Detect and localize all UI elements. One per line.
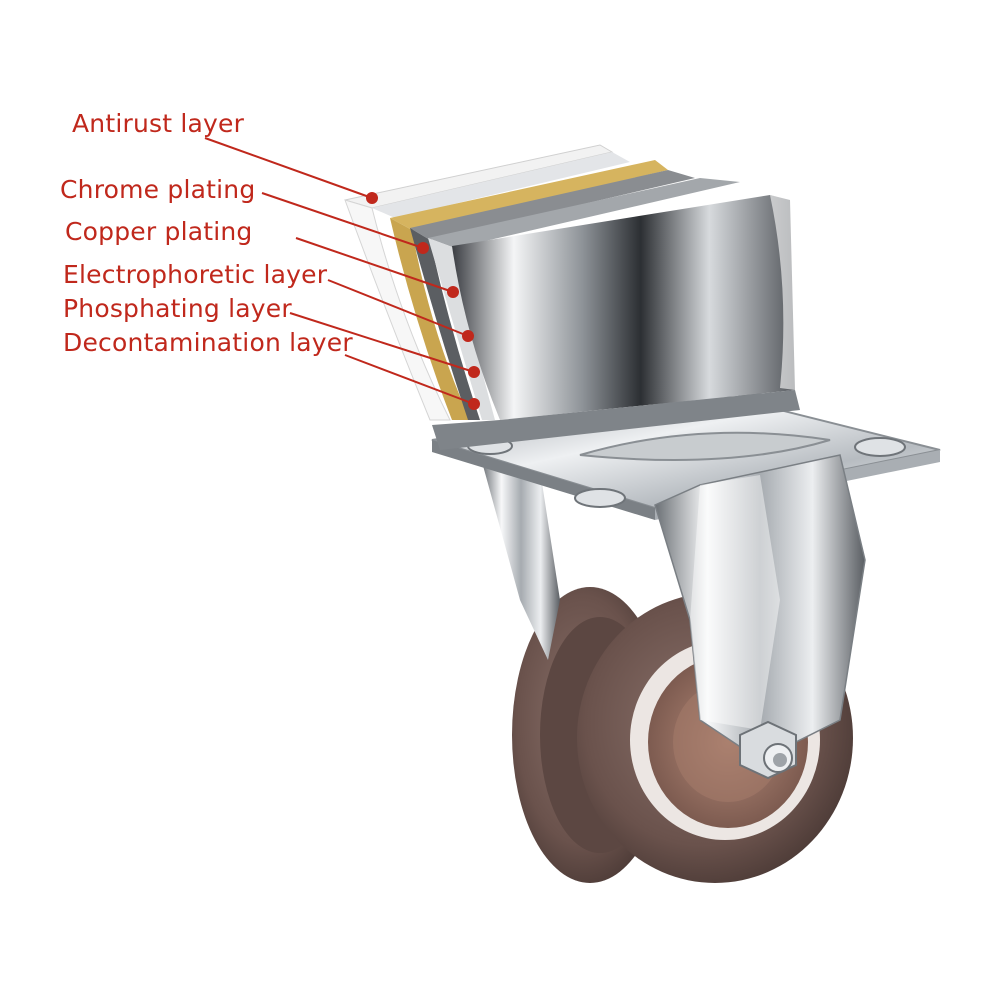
marker-dot-phosphating <box>468 366 480 378</box>
marker-dot-chrome <box>417 242 429 254</box>
label-decontamination-layer: Decontamination layer <box>63 328 353 357</box>
label-chrome-plating: Chrome plating <box>60 175 256 204</box>
bracket-side-left <box>482 462 560 660</box>
label-phosphating-layer: Phosphating layer <box>63 294 292 323</box>
label-antirust-layer: Antirust layer <box>72 109 245 138</box>
coating-layers <box>344 144 800 450</box>
marker-dot-antirust <box>366 192 378 204</box>
label-copper-plating: Copper plating <box>65 217 253 246</box>
marker-dot-electrophoretic <box>462 330 474 342</box>
marker-dot-copper <box>447 286 459 298</box>
axle-bolt <box>739 720 797 780</box>
label-electrophoretic-layer: Electrophoretic layer <box>63 260 328 289</box>
leader-dots <box>366 192 480 410</box>
fork-leg <box>654 454 866 761</box>
marker-dot-decontamination <box>468 398 480 410</box>
chrome-sheet <box>452 195 795 420</box>
leader-lines <box>204 137 475 405</box>
